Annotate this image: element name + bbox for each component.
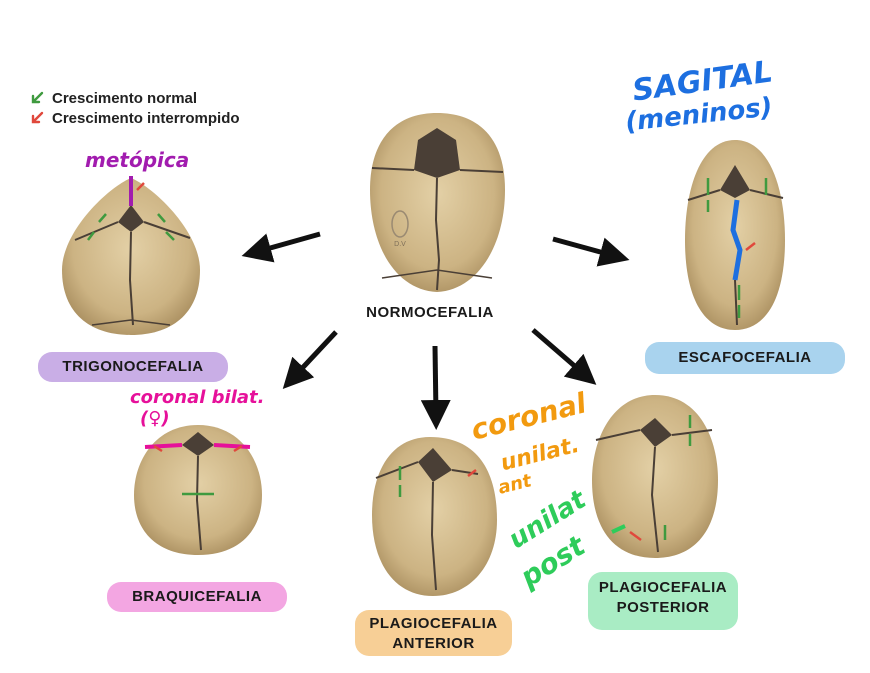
braqui-note2: (♀) bbox=[140, 408, 170, 429]
legend-interrupted: Crescimento interrompido bbox=[30, 108, 240, 128]
plagiocefalia-posterior-label1: PLAGIOCEFALIA bbox=[598, 579, 728, 596]
legend: Crescimento normal Crescimento interromp… bbox=[30, 88, 240, 128]
arrow-to-plagio-ant bbox=[420, 345, 451, 430]
arrow-to-braqui bbox=[282, 330, 338, 389]
plagiocefalia-anterior-skull bbox=[372, 437, 497, 596]
plagiocefalia-posterior-label2: POSTERIOR bbox=[616, 599, 710, 616]
braquicefalia-skull bbox=[134, 425, 262, 555]
plagiocefalia-posterior-skull bbox=[592, 395, 718, 558]
plagiocefalia-posterior-pill bbox=[588, 572, 738, 630]
plagiocefalia-anterior-pill bbox=[355, 610, 512, 656]
braqui-note: coronal bilat. bbox=[130, 387, 265, 408]
red-arrow-icon bbox=[31, 111, 44, 124]
arrow-to-plagio-post bbox=[531, 328, 597, 385]
trigono-note: metópica bbox=[85, 148, 190, 172]
legend-normal: Crescimento normal bbox=[30, 88, 240, 108]
normocefalia-skull bbox=[370, 113, 505, 292]
plagiocefalia-anterior-label2: ANTERIOR bbox=[392, 635, 475, 652]
braquicefalia-pill bbox=[107, 582, 287, 612]
legend-interrupted-label: Crescimento interrompido bbox=[52, 109, 240, 127]
arrow-to-escafo bbox=[552, 236, 630, 267]
escafocefalia-skull bbox=[685, 140, 785, 330]
legend-normal-label: Crescimento normal bbox=[52, 89, 198, 107]
trigonocefalia-pill bbox=[38, 352, 228, 382]
trigonocefalia-label: TRIGONOCEFALIA bbox=[62, 358, 204, 375]
arrows bbox=[241, 231, 630, 430]
normocefalia-label: NORMOCEFALIA bbox=[366, 304, 494, 321]
escafocefalia-pill bbox=[645, 342, 845, 374]
braquicefalia-label: BRAQUICEFALIA bbox=[132, 588, 262, 605]
escafocefalia-label: ESCAFOCEFALIA bbox=[678, 349, 812, 366]
arrow-to-trigono bbox=[241, 231, 321, 263]
green-arrow-icon bbox=[31, 91, 44, 104]
watermark: D.V bbox=[394, 241, 406, 248]
trigonocefalia-skull bbox=[62, 176, 200, 335]
plagiocefalia-anterior-label1: PLAGIOCEFALIA bbox=[369, 615, 498, 632]
